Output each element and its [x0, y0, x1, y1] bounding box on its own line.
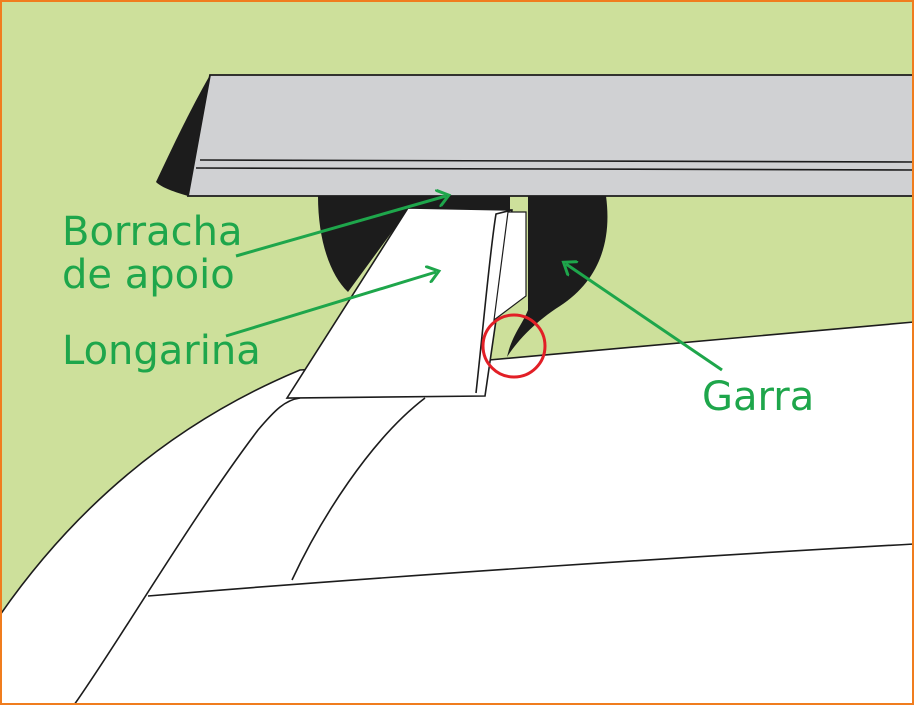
roof-crease-line	[147, 543, 914, 597]
claw-gap	[493, 211, 527, 322]
roof-contour-right	[291, 397, 426, 581]
arrow-claw	[566, 264, 723, 372]
roof-bar-groove-2	[195, 167, 914, 171]
arrow-rail	[225, 272, 436, 338]
rail-edge	[475, 209, 513, 394]
roof-bar	[186, 74, 914, 197]
label-support-rubber-line2: de apoio	[62, 252, 235, 298]
label-rail: Longarina	[62, 328, 261, 374]
contact-point-highlight	[481, 313, 547, 379]
label-support-rubber-line1: Borracha	[62, 209, 242, 255]
label-claw: Garra	[702, 374, 814, 420]
roof-bar-groove-1	[199, 159, 914, 163]
rail	[285, 207, 513, 399]
roof-bar-end-cap	[156, 75, 210, 196]
claw	[507, 196, 608, 357]
arrow-support-rubber	[235, 196, 446, 258]
roof-contour-left	[73, 397, 301, 705]
support-rubber-left	[318, 196, 440, 292]
